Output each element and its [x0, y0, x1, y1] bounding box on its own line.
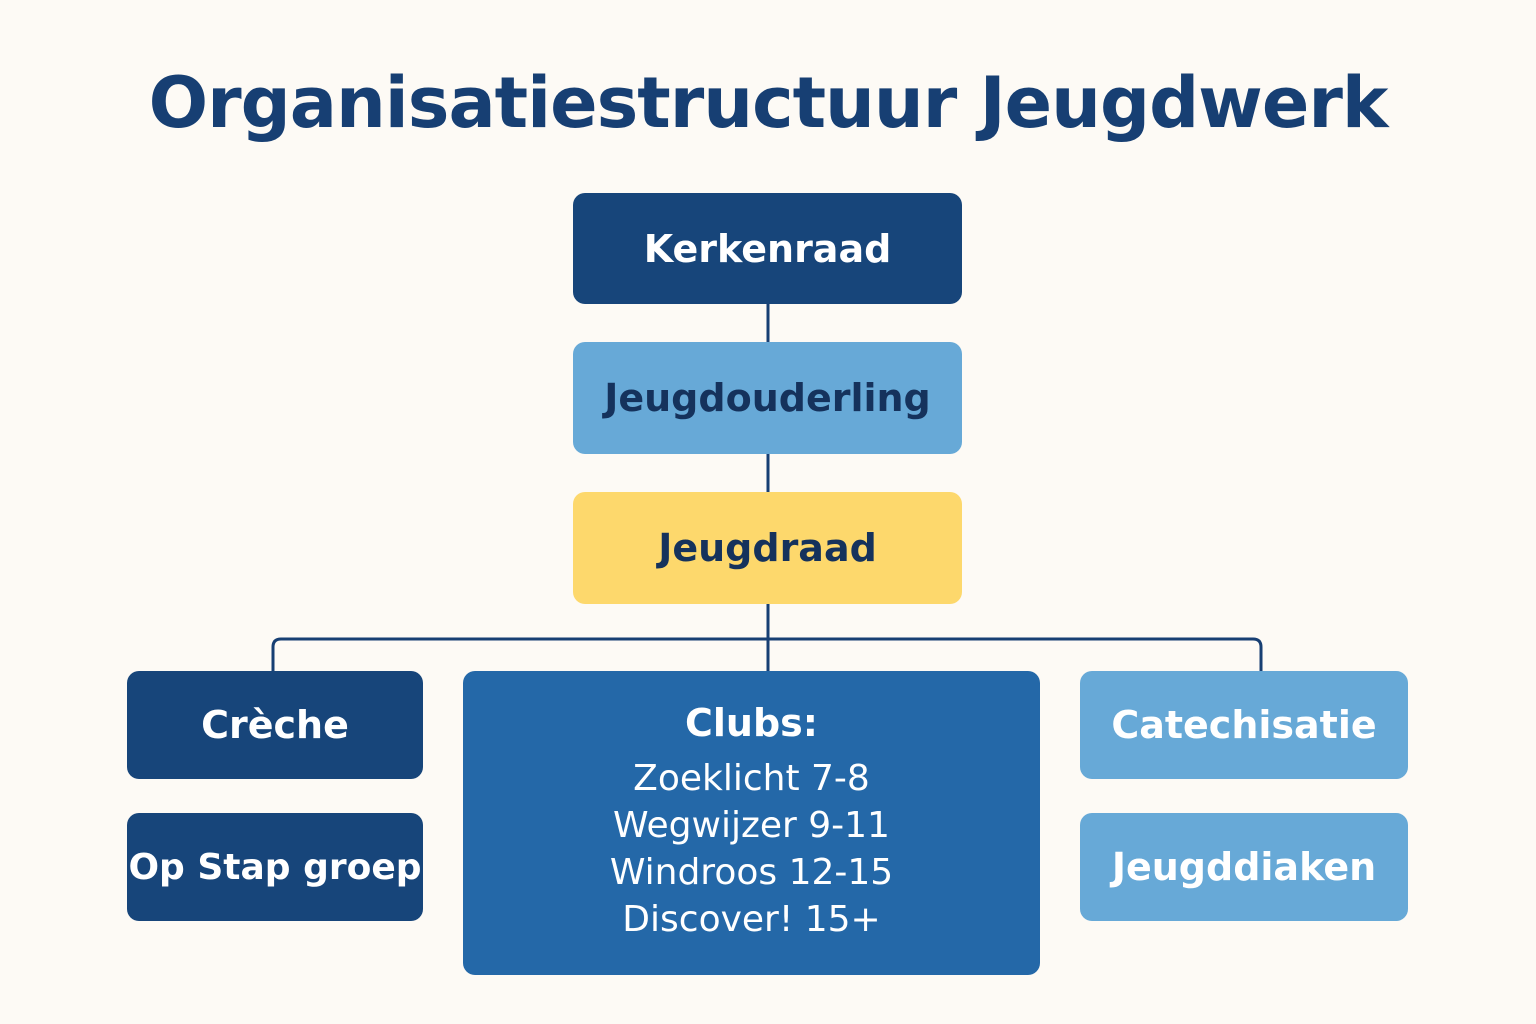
node-jeugddiaken: Jeugddiaken — [1080, 813, 1408, 921]
clubs-list-item: Zoeklicht 7-8 — [633, 758, 870, 799]
clubs-title: Clubs: — [685, 701, 818, 745]
node-jeugddiaken-label: Jeugddiaken — [1111, 845, 1377, 889]
node-kerkenraad: Kerkenraad — [573, 193, 962, 304]
node-op-stap-groep: Op Stap groep — [127, 813, 423, 921]
node-jeugdouderling-label: Jeugdouderling — [604, 376, 931, 420]
node-kerkenraad-label: Kerkenraad — [643, 226, 892, 271]
node-catechisatie: Catechisatie — [1080, 671, 1408, 779]
clubs-list-item: Discover! 15+ — [622, 899, 881, 940]
node-creche: Crèche — [127, 671, 423, 779]
node-op-stap-groep-label: Op Stap groep — [128, 846, 422, 888]
clubs-list: Zoeklicht 7-8 Wegwijzer 9-11 Windroos 12… — [610, 755, 893, 943]
node-jeugdraad: Jeugdraad — [573, 492, 962, 604]
connector-branch-bar — [271, 637, 1263, 671]
node-catechisatie-label: Catechisatie — [1111, 703, 1377, 747]
node-jeugdouderling: Jeugdouderling — [573, 342, 962, 454]
clubs-list-item: Wegwijzer 9-11 — [613, 805, 890, 846]
clubs-list-item: Windroos 12-15 — [609, 852, 894, 893]
node-creche-label: Crèche — [201, 703, 349, 747]
node-jeugdraad-label: Jeugdraad — [658, 526, 877, 570]
node-clubs: Clubs: Zoeklicht 7-8 Wegwijzer 9-11 Wind… — [463, 671, 1040, 975]
page-title: Organisatiestructuur Jeugdwerk — [148, 62, 1389, 144]
